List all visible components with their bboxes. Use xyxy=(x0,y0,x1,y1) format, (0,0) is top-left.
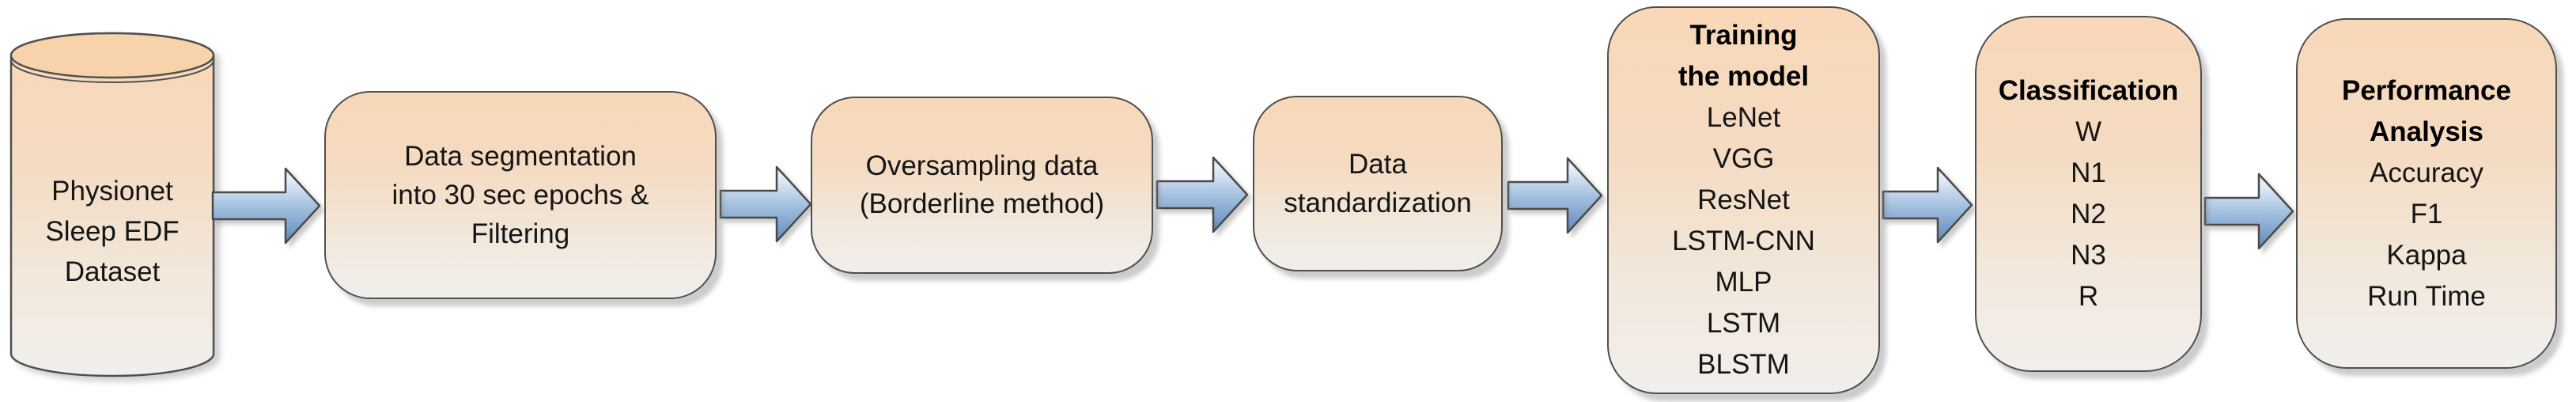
performance-heading-line: Analysis xyxy=(2370,116,2483,147)
performance-metric-item: F1 xyxy=(2410,198,2443,229)
training-heading-line: Training xyxy=(1689,20,1798,51)
segmentation-box: Data segmentation into 30 sec epochs & F… xyxy=(324,91,717,299)
sleep-stage-item: N1 xyxy=(2071,157,2106,188)
sleep-stage-item: R xyxy=(2078,281,2099,312)
oversampling-line: (Borderline method) xyxy=(859,188,1105,219)
performance-label: Performance Analysis Accuracy F1 Kappa R… xyxy=(2298,70,2555,317)
dataset-line: Dataset xyxy=(64,256,161,287)
training-model-item: ResNet xyxy=(1697,184,1790,215)
performance-metric-item: Kappa xyxy=(2386,239,2467,271)
training-model-item: LSTM xyxy=(1706,308,1781,339)
flow-arrow-2 xyxy=(719,165,812,243)
segmentation-line: Data segmentation xyxy=(404,141,637,172)
segmentation-line: into 30 sec epochs & xyxy=(392,180,649,210)
training-model-item: MLP xyxy=(1715,267,1772,298)
oversampling-label: Oversampling data (Borderline method) xyxy=(812,147,1152,223)
flow-arrow-4 xyxy=(1507,157,1603,234)
sleep-stage-item: N2 xyxy=(2071,199,2106,229)
dataset-line: Sleep EDF xyxy=(45,216,180,247)
performance-metric-item: Run Time xyxy=(2367,280,2486,312)
training-label: Training the model LeNet VGG ResNet LSTM… xyxy=(1609,15,1878,385)
classification-heading: Classification xyxy=(1998,75,2179,106)
standardization-box: Data standardization xyxy=(1253,96,1503,271)
training-model-item: LeNet xyxy=(1706,102,1781,133)
sleep-stage-item: N3 xyxy=(2071,240,2106,271)
training-model-item: LSTM-CNN xyxy=(1672,226,1815,256)
training-heading-line: the model xyxy=(1678,61,1810,92)
performance-heading-line: Performance xyxy=(2342,74,2511,106)
flow-arrow-3 xyxy=(1156,156,1249,233)
sleep-stage-item: W xyxy=(2075,116,2102,147)
segmentation-label: Data segmentation into 30 sec epochs & F… xyxy=(326,137,715,253)
cylinder-rim xyxy=(10,59,214,83)
training-model-item: VGG xyxy=(1712,143,1775,174)
standardization-line: standardization xyxy=(1284,188,1472,218)
dataset-cylinder xyxy=(9,32,215,377)
flow-arrow-5 xyxy=(1882,166,1973,244)
training-model-item: BLSTM xyxy=(1697,349,1790,380)
flow-arrow-1 xyxy=(211,167,321,245)
standardization-label: Data standardization xyxy=(1254,145,1501,222)
dataset-line: Physionet xyxy=(51,176,173,207)
performance-box: Performance Analysis Accuracy F1 Kappa R… xyxy=(2296,18,2557,369)
dataset-label: Physionet Sleep EDF Dataset xyxy=(11,171,214,292)
classification-label: Classification W N1 N2 N3 R xyxy=(1976,70,2200,317)
training-box: Training the model LeNet VGG ResNet LSTM… xyxy=(1607,6,1880,394)
flow-arrow-6 xyxy=(2203,173,2294,250)
segmentation-line: Filtering xyxy=(471,218,570,249)
oversampling-box: Oversampling data (Borderline method) xyxy=(811,97,1153,274)
oversampling-line: Oversampling data xyxy=(865,150,1099,181)
standardization-line: Data xyxy=(1349,149,1407,180)
classification-box: Classification W N1 N2 N3 R xyxy=(1975,16,2202,372)
performance-metric-item: Accuracy xyxy=(2370,157,2483,188)
cylinder-top-face xyxy=(9,32,215,79)
